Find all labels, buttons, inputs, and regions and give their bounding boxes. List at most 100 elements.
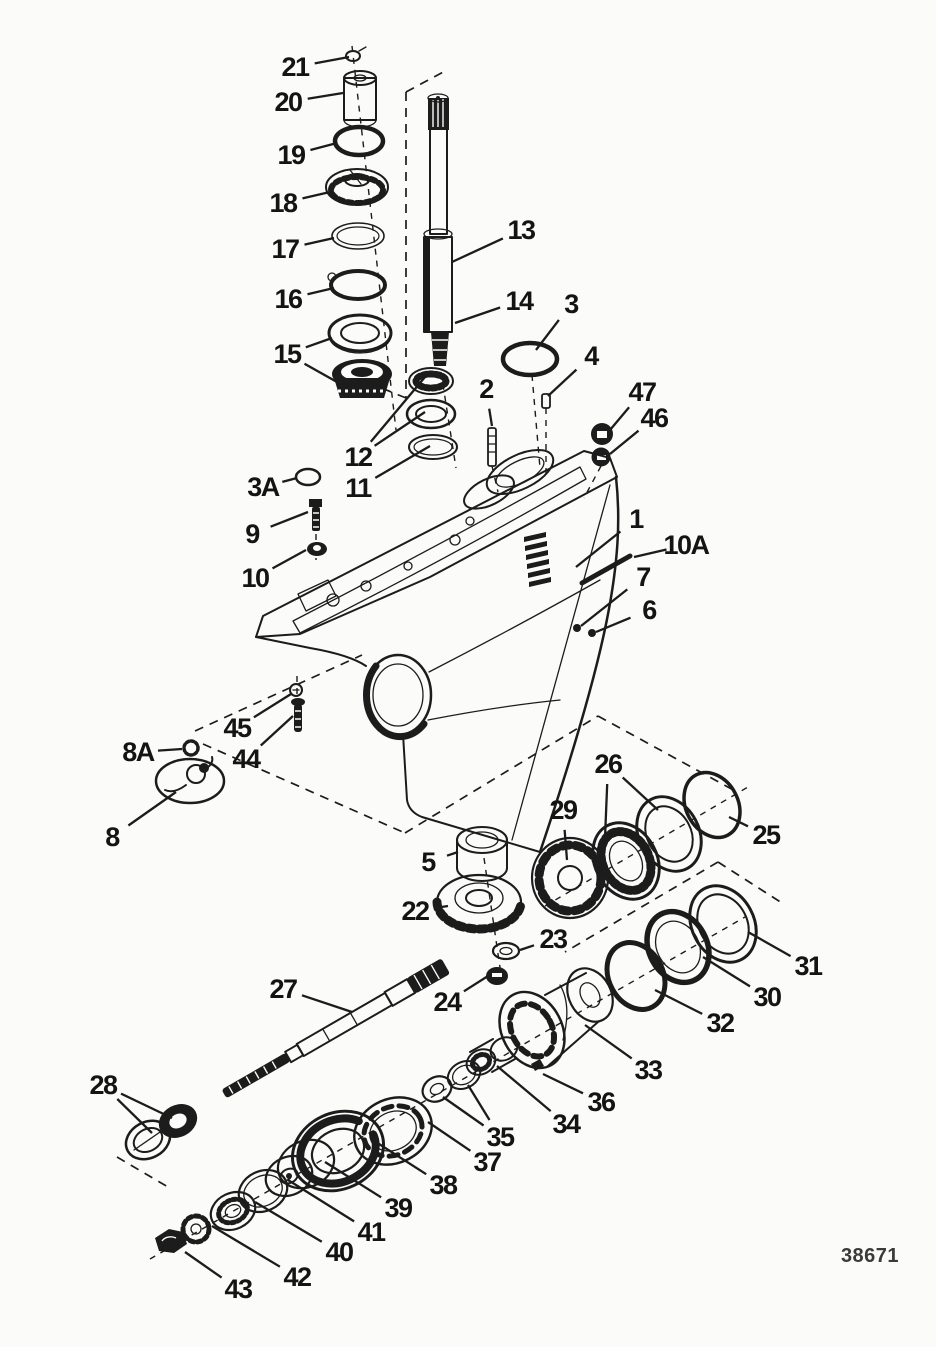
leader-line-4 <box>547 368 578 397</box>
leader-line-2 <box>488 408 494 427</box>
prop-hardware-chain <box>124 1096 433 1253</box>
washer-23 <box>491 941 521 961</box>
callout-2: 2 <box>479 374 493 404</box>
callout-45: 45 <box>223 713 252 743</box>
callout-8A: 8A <box>122 737 155 767</box>
snap-ring-16 <box>327 269 387 301</box>
callout-7: 7 <box>636 562 650 592</box>
callout-13: 13 <box>507 215 536 245</box>
pin-36 <box>531 1059 544 1071</box>
leader-line-30 <box>702 956 751 988</box>
vent-slats <box>524 532 551 587</box>
nut-47 <box>591 423 613 445</box>
o-ring-3 <box>500 340 560 378</box>
leader-line-35 <box>467 1084 491 1121</box>
leader-line-21 <box>314 55 350 65</box>
callout-43: 43 <box>224 1274 253 1304</box>
callout-41: 41 <box>357 1217 386 1247</box>
leader-line-11 <box>374 445 431 479</box>
leader-line-3 <box>535 319 560 351</box>
screw-45 <box>289 683 303 697</box>
leader-line-10A <box>633 548 667 559</box>
leader-line-14 <box>454 306 501 325</box>
drawing-number: 38671 <box>841 1245 899 1267</box>
stud-2 <box>487 427 497 467</box>
bearing-35a <box>421 1075 453 1103</box>
dowel-pin-4 <box>541 393 551 409</box>
clutch-gear-29 <box>530 836 610 920</box>
leader-line-34 <box>496 1065 552 1112</box>
leader-line-16 <box>307 286 335 296</box>
leader-line-29 <box>563 829 569 861</box>
callout-31: 31 <box>794 951 823 981</box>
callout-22: 22 <box>401 896 429 926</box>
driveshaft <box>423 93 453 366</box>
bushing-5 <box>456 826 508 882</box>
callout-12: 12 <box>344 442 372 472</box>
leader-line-42 <box>211 1225 281 1268</box>
leader-line-44 <box>260 715 294 747</box>
callout-35: 35 <box>486 1122 515 1152</box>
callout-33: 33 <box>634 1055 663 1085</box>
screw-9 <box>309 499 322 531</box>
retainer-clip-21 <box>345 50 361 62</box>
leader-line-26 <box>603 783 609 839</box>
callout-14: 14 <box>505 286 534 316</box>
leader-line-35 <box>442 1096 485 1127</box>
ring-30 <box>644 908 712 986</box>
callout-24: 24 <box>433 987 462 1017</box>
leader-line-46 <box>609 429 640 455</box>
screw-7 <box>573 624 581 632</box>
leader-line-22 <box>434 904 449 910</box>
callout-21: 21 <box>281 52 310 82</box>
callout-25: 25 <box>752 820 781 850</box>
anode-8 <box>154 756 226 805</box>
callout-29: 29 <box>549 795 578 825</box>
leader-line-28 <box>120 1092 173 1120</box>
callout-10A: 10A <box>663 530 709 560</box>
leader-line-38 <box>375 1141 427 1176</box>
callout-8: 8 <box>105 822 120 852</box>
leader-line-28 <box>116 1098 153 1134</box>
oil-seals-28 <box>124 1104 198 1161</box>
front-mount-boss <box>297 579 337 612</box>
leader-line-37 <box>427 1121 472 1152</box>
callout-44: 44 <box>232 744 261 774</box>
leader-line-5 <box>446 850 459 857</box>
callout-46: 46 <box>640 403 669 433</box>
hub-39 <box>264 1138 336 1198</box>
callout-18: 18 <box>269 188 298 218</box>
washer-46 <box>591 447 611 467</box>
callout-leader-layer <box>116 55 792 1279</box>
leader-line-12 <box>369 376 426 443</box>
callout-6: 6 <box>642 595 657 625</box>
callout-10: 10 <box>241 563 269 593</box>
nut-24 <box>486 967 508 985</box>
leader-line-15 <box>303 362 338 384</box>
tapered-bearing-15b <box>332 359 392 398</box>
leader-line-8 <box>127 791 177 827</box>
o-ring-19 <box>332 124 386 158</box>
callout-27: 27 <box>269 974 297 1004</box>
leader-line-15 <box>305 336 333 349</box>
race-12b <box>405 398 457 430</box>
callout-30: 30 <box>753 982 781 1012</box>
splined-washer-40 <box>209 1190 257 1232</box>
callout-5: 5 <box>421 847 436 877</box>
callout-40: 40 <box>325 1237 353 1267</box>
forward-gear-cluster <box>432 770 742 985</box>
leader-line-9 <box>270 510 309 528</box>
leader-line-25 <box>728 815 749 828</box>
thrust-washer-37 <box>353 1096 433 1166</box>
leader-line-41 <box>287 1179 355 1223</box>
trailing-edge <box>538 475 620 854</box>
bolt-44 <box>291 698 305 732</box>
prop-nut-43 <box>155 1229 187 1253</box>
callout-15: 15 <box>273 339 302 369</box>
leader-line-31 <box>747 930 792 958</box>
callout-36: 36 <box>587 1087 616 1117</box>
leader-line-45 <box>253 693 292 719</box>
callout-39: 39 <box>384 1193 413 1223</box>
